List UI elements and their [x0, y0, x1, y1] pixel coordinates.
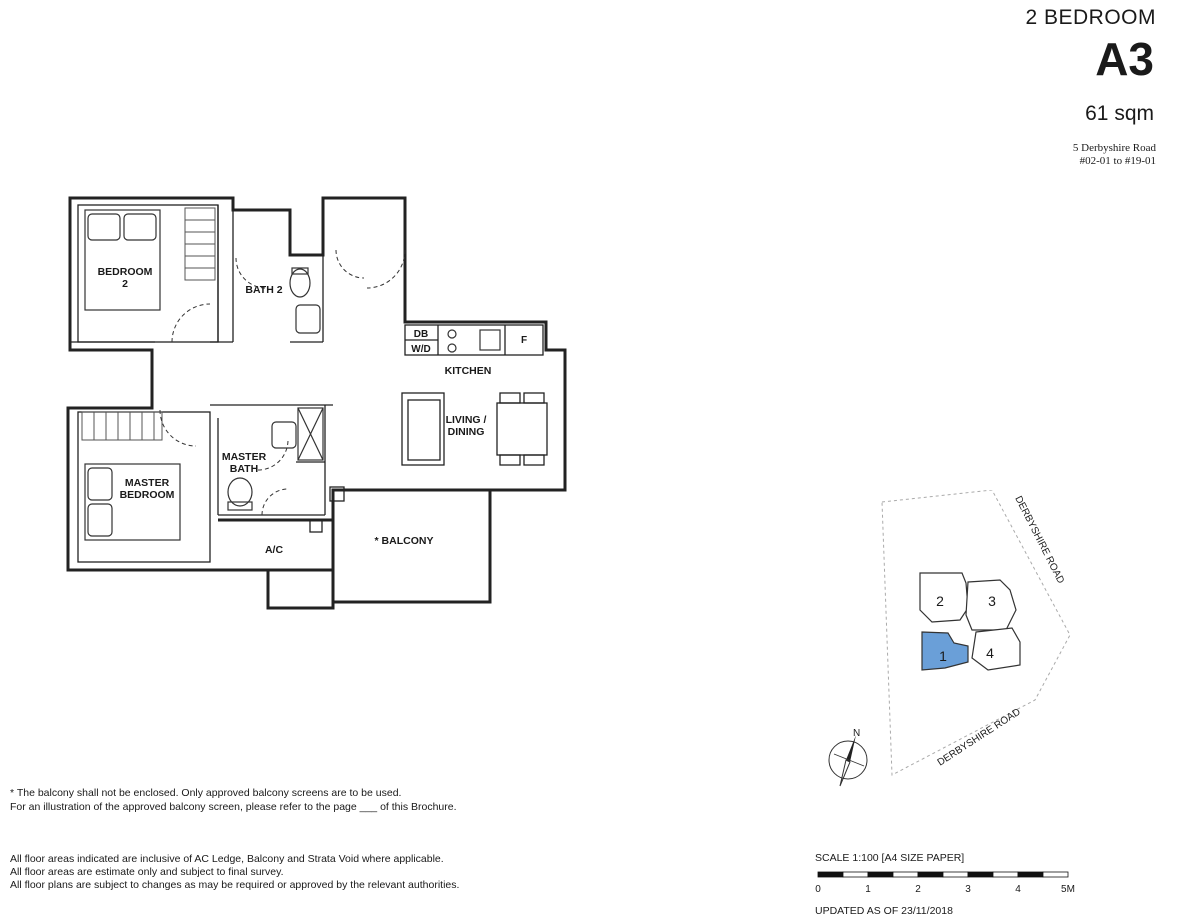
site-unit-4-label: 4: [986, 645, 994, 661]
scale-tick-label: 5M: [1061, 884, 1075, 895]
living-label-2: DINING: [448, 426, 485, 438]
scale-segment: [917, 871, 944, 878]
site-unit-2-shape: [919, 572, 969, 623]
scale-bar: 0 1 2 3 4 5M: [815, 871, 1075, 895]
scale-segment: [817, 871, 844, 878]
unit-type: 2 BEDROOM: [1025, 6, 1156, 29]
unit-code: A3: [1095, 33, 1154, 85]
site-unit-1-label: 1: [939, 648, 947, 664]
scale-segment: [1017, 871, 1044, 878]
master-bath-label-2: BATH: [230, 463, 258, 475]
bath2-label: BATH 2: [245, 284, 282, 296]
master-bedroom-label-2: BEDROOM: [120, 489, 175, 501]
floor-plan: BEDROOM 2 BATH 2 MASTER BEDROOM MASTER B…: [66, 196, 567, 610]
balcony-note-2: For an illustration of the approved balc…: [10, 801, 457, 813]
site-unit-2-label: 2: [936, 593, 944, 609]
road-label-bottom: DERBYSHIRE ROAD: [936, 707, 1023, 769]
scale-label: SCALE 1:100 [A4 SIZE PAPER]: [815, 852, 965, 864]
bedroom2-label-2: 2: [122, 278, 128, 290]
wd-label: W/D: [411, 344, 430, 355]
fridge-label: F: [521, 335, 527, 346]
db-label: DB: [414, 329, 428, 340]
ac-label: A/C: [265, 544, 284, 556]
scale-segment: [842, 871, 869, 878]
door-swings: [159, 249, 406, 516]
updated-date: UPDATED AS OF 23/11/2018: [815, 905, 953, 917]
scale-tick-label: 4: [1015, 884, 1021, 895]
address-line-2: #02-01 to #19-01: [1079, 155, 1156, 167]
scale-segment: [942, 871, 969, 878]
site-unit-1-shape: [921, 631, 969, 671]
site-unit-3-shape: [965, 579, 1017, 631]
scale-tick-label: 2: [915, 884, 921, 895]
area-note-2: All floor areas are estimate only and su…: [10, 866, 284, 878]
master-bath-label-1: MASTER: [222, 451, 267, 463]
kitchen-label: KITCHEN: [445, 365, 492, 377]
site-unit-4-shape: [971, 627, 1021, 671]
scale-segment: [867, 871, 894, 878]
interior-walls: [70, 204, 548, 563]
scale-segment: [892, 871, 919, 878]
road-label-top: DERBYSHIRE ROAD: [1012, 494, 1066, 585]
north-arrow-icon: [828, 735, 868, 787]
scale-tick-label: 0: [815, 884, 821, 895]
living-label-1: LIVING /: [446, 414, 487, 426]
unit-area: 61 sqm: [1085, 102, 1154, 125]
scale-tick-label: 1: [865, 884, 871, 895]
beds: [84, 209, 181, 541]
area-note-1: All floor areas indicated are inclusive …: [10, 853, 444, 865]
scale-tick-label: 3: [965, 884, 971, 895]
north-label: N: [853, 728, 860, 739]
sanitary-fixtures: [227, 267, 501, 511]
scale-segment: [1042, 871, 1069, 878]
wardrobes: [81, 207, 216, 441]
site-plan: 2 3 1 4 DERBYSHIRE ROAD DERBYSHIRE ROAD …: [828, 490, 1071, 787]
address-line-1: 5 Derbyshire Road: [1072, 142, 1156, 154]
exterior-walls: [66, 196, 567, 610]
master-bedroom-label-1: MASTER: [125, 477, 170, 489]
balcony-note-1: * The balcony shall not be enclosed. Onl…: [10, 787, 402, 799]
scale-segment: [967, 871, 994, 878]
scale-segment: [992, 871, 1019, 878]
site-unit-3-label: 3: [988, 593, 996, 609]
area-note-3: All floor plans are subject to changes a…: [10, 879, 460, 891]
bedroom2-label-1: BEDROOM: [98, 266, 153, 278]
site-boundary: [881, 490, 1071, 776]
balcony-label: * BALCONY: [375, 535, 434, 547]
